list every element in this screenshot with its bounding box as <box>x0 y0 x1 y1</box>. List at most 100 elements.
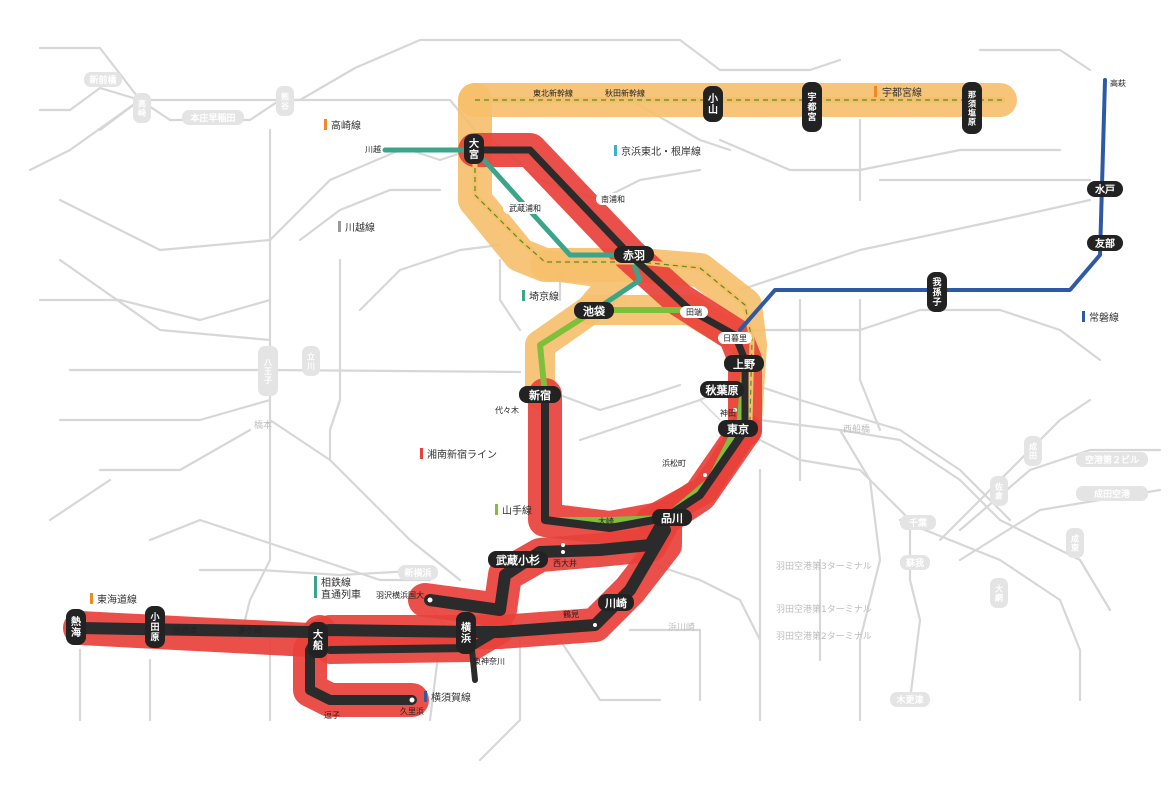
station-akihabara[interactable]: 秋葉原 <box>700 381 744 398</box>
station-oyama[interactable]: 小山 <box>703 86 723 122</box>
faint-takasaki: 高崎 <box>133 93 151 123</box>
svg-text:我孫子: 我孫子 <box>932 276 941 308</box>
svg-text:直通列車: 直通列車 <box>321 588 361 601</box>
svg-text:熊谷: 熊谷 <box>280 91 290 110</box>
station-kurihama: 久里浜 <box>400 706 424 716</box>
station-kawasaki[interactable]: 川崎 <box>598 594 634 611</box>
station-musashi-urawa[interactable]: 武蔵浦和 <box>503 202 547 214</box>
legend-keihin-tohoku: 京浜東北・根岸線 <box>614 145 701 158</box>
akita-shinkansen-label: 秋田新幹線 <box>605 88 645 98</box>
station-minami-urawa[interactable]: 南浦和 <box>596 193 630 205</box>
legend-shonan-shinjuku: 湘南新宿ライン <box>420 448 497 461</box>
tohoku-shinkansen-label: 東北新幹線 <box>533 88 573 98</box>
station-tabata[interactable]: 田端 <box>680 306 708 318</box>
station-yokohama[interactable]: 横浜 <box>456 612 476 654</box>
background-rail-network <box>28 38 1162 762</box>
station-chigasaki: 茅ケ崎 <box>238 625 262 635</box>
svg-text:川崎: 川崎 <box>604 596 627 610</box>
faint-soga: 蘇我 <box>900 555 930 570</box>
faint-shin-yokohama: 新横浜 <box>398 565 438 580</box>
svg-text:那須塩原: 那須塩原 <box>967 90 977 126</box>
station-ikebukuro[interactable]: 池袋 <box>574 302 614 319</box>
station-odawara[interactable]: 小田原 <box>145 606 165 648</box>
station-yoyogi[interactable]: 代々木 <box>490 404 524 416</box>
legend-kawagoe: 川越線 <box>338 221 375 234</box>
faint-nishifunabashi: 西船橋 <box>843 423 870 435</box>
svg-text:山手線: 山手線 <box>502 504 532 517</box>
station-shinjuku[interactable]: 新宿 <box>519 386 561 403</box>
svg-text:南浦和: 南浦和 <box>601 194 625 204</box>
station-shinagawa[interactable]: 品川 <box>652 509 692 526</box>
svg-text:大宮: 大宮 <box>469 137 479 161</box>
svg-text:日暮里: 日暮里 <box>723 333 747 343</box>
station-ueno[interactable]: 上野 <box>724 355 764 372</box>
svg-text:武蔵浦和: 武蔵浦和 <box>509 203 541 213</box>
svg-text:宇都宮線: 宇都宮線 <box>882 86 922 99</box>
station-nippori[interactable]: 日暮里 <box>718 332 752 344</box>
faint-sakura: 佐倉 <box>990 476 1008 506</box>
faint-narita-airport: 成田空港 <box>1076 486 1148 501</box>
svg-text:成東: 成東 <box>1071 533 1079 552</box>
svg-text:友部: 友部 <box>1095 237 1115 250</box>
faint-hashimoto: 橋本 <box>254 419 272 431</box>
faint-narita: 成田 <box>1024 436 1042 466</box>
svg-text:埼京線: 埼京線 <box>529 290 559 303</box>
station-utsunomiya[interactable]: 宇都宮 <box>802 82 822 132</box>
faint-otaki: 大網 <box>990 578 1008 608</box>
station-akabane[interactable]: 赤羽 <box>614 246 654 263</box>
faint-tachikawa: 立川 <box>302 346 320 376</box>
faint-naruto: 成東 <box>1066 528 1084 558</box>
station-musashi-kosugi[interactable]: 武蔵小杉 <box>488 551 548 568</box>
legend-utsunomiya: 宇都宮線 <box>874 86 922 99</box>
faint-chiba: 千葉 <box>900 515 936 530</box>
svg-text:武蔵小杉: 武蔵小杉 <box>496 553 540 567</box>
station-atami[interactable]: 熱海 <box>66 609 86 645</box>
station-nasushiobara[interactable]: 那須塩原 <box>962 82 982 134</box>
svg-text:京浜東北・根岸線: 京浜東北・根岸線 <box>621 145 701 158</box>
station-zushi: 逗子 <box>324 711 340 720</box>
svg-text:上野: 上野 <box>733 357 755 371</box>
legend-saikyo: 埼京線 <box>522 290 559 303</box>
svg-text:東京: 東京 <box>727 422 749 436</box>
svg-text:湘南新宿ライン: 湘南新宿ライン <box>427 448 497 461</box>
station-kanda: 神田 <box>720 408 736 418</box>
faint-haneda-3: 羽田空港第3ターミナル <box>776 560 872 572</box>
svg-text:新横浜: 新横浜 <box>404 567 431 579</box>
station-hazawa: 羽沢横浜国大 <box>376 590 424 600</box>
station-omiya[interactable]: 大宮 <box>464 134 484 164</box>
faint-kisarazu: 木更津 <box>890 692 930 707</box>
station-osaki: 大崎 <box>598 516 614 526</box>
faint-hachioji: 八王子 <box>258 346 278 396</box>
major-stations: 赤羽 池袋 新宿 上野 秋葉原 東京 品川 武蔵小杉 <box>66 82 1123 658</box>
station-ofuna[interactable]: 大船 <box>308 622 328 658</box>
svg-text:横須賀線: 横須賀線 <box>431 691 471 704</box>
svg-text:高崎: 高崎 <box>138 98 146 117</box>
station-tomobe[interactable]: 友部 <box>1087 235 1123 251</box>
svg-text:赤羽: 赤羽 <box>623 248 645 262</box>
station-nishi-oi: 西大井 <box>553 558 577 568</box>
svg-text:川越線: 川越線 <box>345 221 375 234</box>
faint-shin-maebashi: 新前橋 <box>84 72 122 87</box>
faint-airport-t2: 空港第２ビル <box>1076 452 1148 467</box>
svg-text:秋葉原: 秋葉原 <box>706 383 739 397</box>
station-mito[interactable]: 水戸 <box>1087 181 1123 197</box>
svg-text:大網: 大網 <box>995 583 1003 602</box>
svg-text:新前橋: 新前橋 <box>89 74 117 86</box>
station-kawagoe: 川越 <box>365 144 381 154</box>
legend-yokosuka: 横須賀線 <box>424 691 471 704</box>
faint-hamakawasaki: 浜川崎 <box>668 621 695 633</box>
legend-takasaki: 高崎線 <box>324 119 361 132</box>
station-hamamatsucho[interactable]: 浜松町 <box>657 457 691 469</box>
svg-text:大船: 大船 <box>313 628 323 652</box>
svg-text:熱海: 熱海 <box>71 615 81 639</box>
station-takahagi: 高萩 <box>1110 78 1126 88</box>
minor-stations: 川越 武蔵浦和 南浦和 田端 日暮里 神田 浜松町 代々木 大崎 西大井 羽沢横… <box>173 78 1126 720</box>
svg-text:品川: 品川 <box>661 512 683 525</box>
shinkansen-labels: 東北新幹線 秋田新幹線 <box>533 88 645 98</box>
svg-text:成田空港: 成田空港 <box>1094 488 1131 500</box>
svg-text:池袋: 池袋 <box>583 304 606 318</box>
svg-text:高崎線: 高崎線 <box>331 119 361 132</box>
station-tokyo[interactable]: 東京 <box>718 420 758 437</box>
station-abiko[interactable]: 我孫子 <box>927 272 947 312</box>
